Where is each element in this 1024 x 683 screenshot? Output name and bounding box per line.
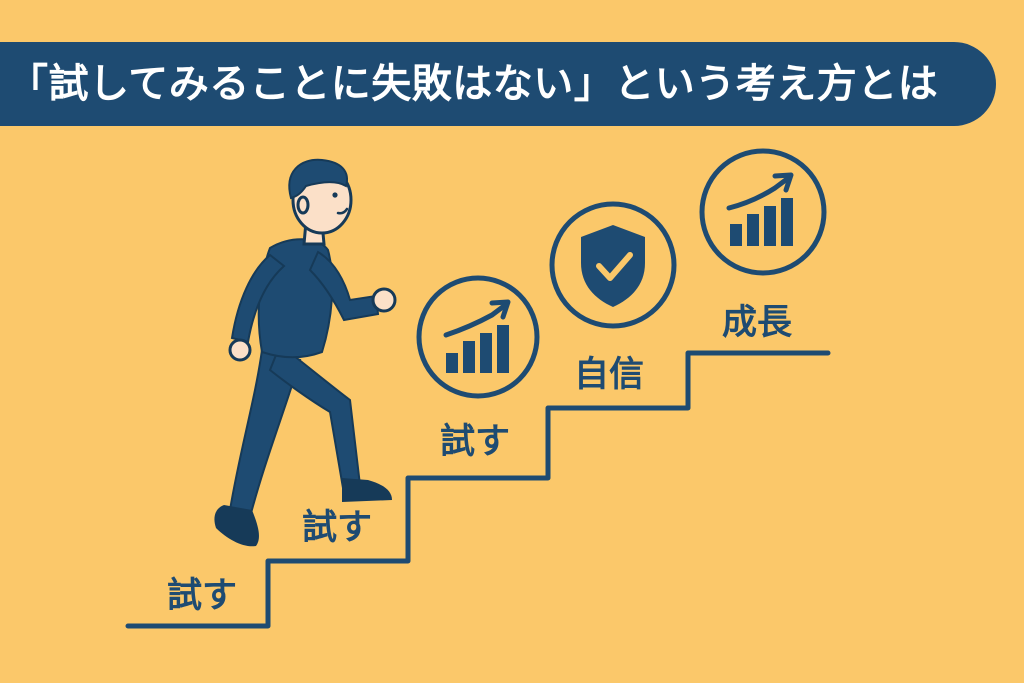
eye	[332, 192, 338, 198]
hair	[288, 158, 348, 200]
walking-man-figure	[214, 158, 397, 547]
growth-chart-icon	[699, 148, 827, 276]
ear	[296, 195, 310, 215]
front-shoe	[342, 478, 392, 502]
step-label-3: 試す	[440, 422, 511, 462]
front-leg	[268, 343, 362, 490]
growth-chart-icon	[416, 275, 540, 399]
step-label-5: 成長	[722, 303, 793, 343]
step-label-4: 自信	[574, 355, 645, 395]
step-label-2: 試す	[302, 508, 373, 548]
back-shoe	[214, 505, 259, 547]
shield-check-icon	[549, 201, 677, 329]
back-hand	[228, 338, 252, 362]
front-arm	[308, 250, 380, 322]
front-hand	[371, 287, 397, 313]
step-label-1: 試す	[167, 576, 238, 616]
title-banner: 「試してみることに失敗はない」という考え方とは	[0, 42, 996, 126]
staircase-line	[125, 350, 831, 629]
page-title: 「試してみることに失敗はない」という考え方とは	[8, 61, 939, 107]
mouth	[336, 207, 349, 215]
